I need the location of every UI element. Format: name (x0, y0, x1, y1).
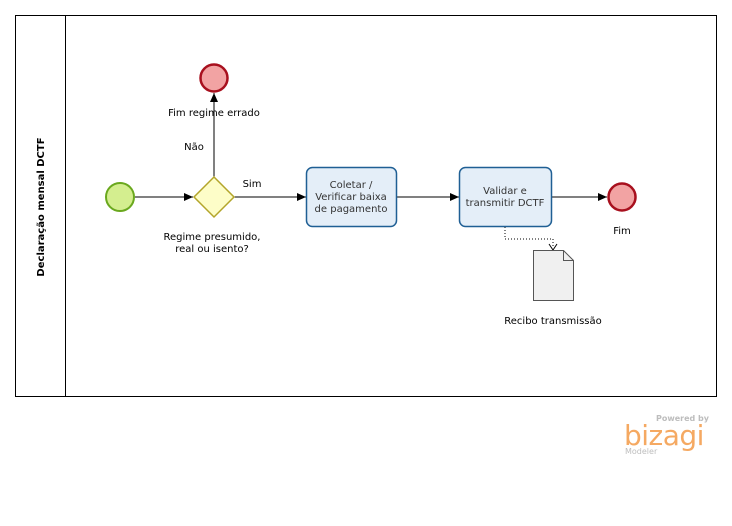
end-wrong-label: Fim regime errado (168, 108, 260, 119)
watermark-powered-by: Powered by (656, 414, 710, 423)
watermark-brand-logo: bizagi (624, 419, 704, 452)
gateway-label-line1: Regime presumido, (164, 232, 261, 243)
watermark-product: Modeler (625, 447, 658, 456)
pool-label: Declaração mensal DCTF (36, 137, 47, 276)
end-event-wrong-regime[interactable] (199, 63, 229, 93)
data-association[interactable] (504, 227, 554, 248)
artifact-label: Recibo transmissão (504, 316, 601, 327)
gateway-label-line2: real ou isento? (175, 244, 249, 255)
flow-yes-label: Sim (243, 179, 262, 190)
start-event[interactable] (105, 182, 135, 212)
task2-label-line2: transmitir DCTF (466, 198, 545, 209)
end-main-label: Fim (613, 226, 631, 237)
task-validate-transmit[interactable] (458, 166, 553, 228)
flow-no-label: Não (184, 142, 204, 153)
data-object-receipt[interactable] (533, 250, 574, 301)
end-event-main[interactable] (607, 182, 637, 212)
task1-label-line2: Verificar baixa (315, 192, 387, 203)
exclusive-gateway[interactable] (192, 175, 236, 219)
task-collect-verify[interactable] (305, 166, 398, 228)
task1-label-line1: Coletar / (330, 180, 373, 191)
data-object-fold (563, 250, 574, 261)
task2-label-line1: Validar e (483, 186, 527, 197)
task1-label-line3: de pagamento (315, 204, 388, 215)
